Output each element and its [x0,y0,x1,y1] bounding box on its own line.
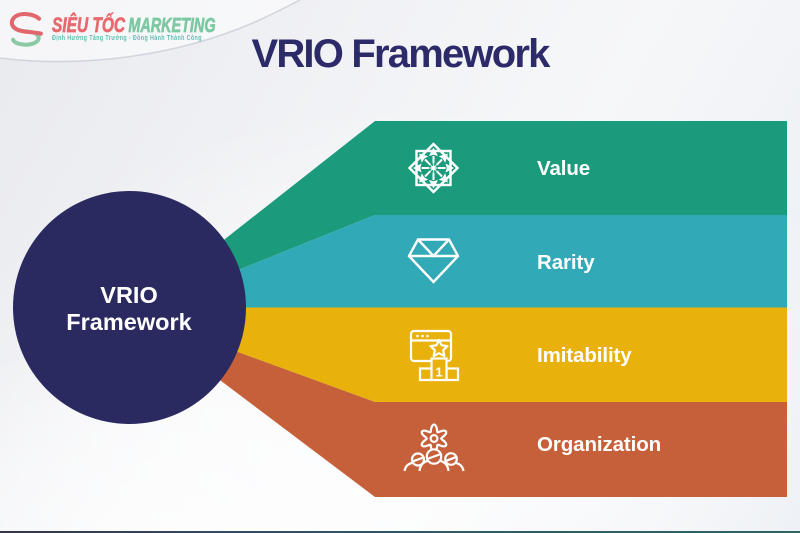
svg-text:1: 1 [435,365,442,380]
